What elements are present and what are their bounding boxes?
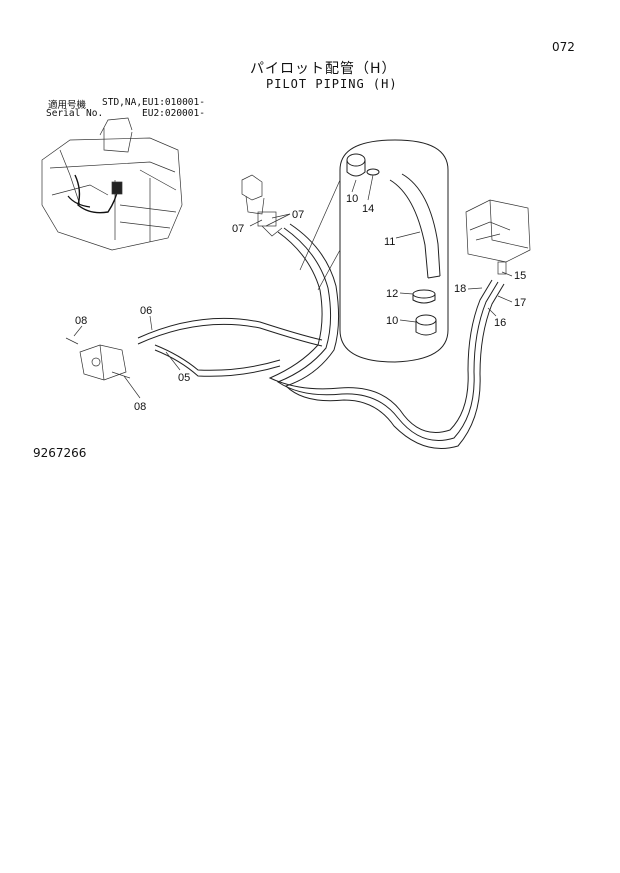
part-10-cap-top bbox=[346, 153, 366, 177]
serial-range-eu2: EU2:020001- bbox=[142, 108, 205, 119]
page-number: 072 bbox=[552, 40, 575, 54]
detail-view-oval bbox=[299, 139, 449, 363]
callout-10-top: 10 bbox=[346, 193, 358, 205]
callout-08-bottom: 08 bbox=[134, 401, 146, 413]
callout-14: 14 bbox=[362, 203, 374, 215]
control-valve-block-left bbox=[65, 337, 131, 381]
part-11-hose-detail bbox=[389, 173, 441, 279]
callout-12: 12 bbox=[386, 288, 398, 300]
part-14-o-ring bbox=[366, 168, 380, 176]
callout-07-right: 07 bbox=[292, 209, 304, 221]
pilot-valve-assembly bbox=[241, 174, 283, 237]
control-valve-right bbox=[465, 199, 531, 275]
callout-18: 18 bbox=[454, 283, 466, 295]
callout-17: 17 bbox=[514, 297, 526, 309]
callout-06: 06 bbox=[140, 305, 152, 317]
callout-15: 15 bbox=[514, 270, 526, 282]
hose-06 bbox=[137, 317, 323, 347]
serial-label-english: Serial No. bbox=[46, 108, 104, 119]
callout-10-bottom: 10 bbox=[386, 315, 398, 327]
leader-lines bbox=[73, 174, 513, 399]
part-12-band bbox=[412, 289, 436, 304]
serial-label-japanese: 適用号機 bbox=[48, 100, 87, 111]
callout-07-left: 07 bbox=[232, 223, 244, 235]
part-10-cap-bottom bbox=[415, 314, 437, 336]
callout-05: 05 bbox=[178, 372, 190, 384]
drawing-number: 9267266 bbox=[33, 446, 87, 460]
title-japanese: パイロット配管（H） bbox=[250, 61, 397, 77]
hose-bundle-main bbox=[268, 223, 505, 449]
machine-overview-sketch bbox=[41, 117, 183, 251]
callout-08-top: 08 bbox=[75, 315, 87, 327]
hose-05 bbox=[154, 344, 281, 377]
title-english: PILOT PIPING (H) bbox=[266, 77, 398, 91]
callout-16: 16 bbox=[494, 317, 506, 329]
serial-range-std: STD,NA,EU1:010001- bbox=[102, 97, 205, 108]
callout-11: 11 bbox=[384, 236, 395, 248]
